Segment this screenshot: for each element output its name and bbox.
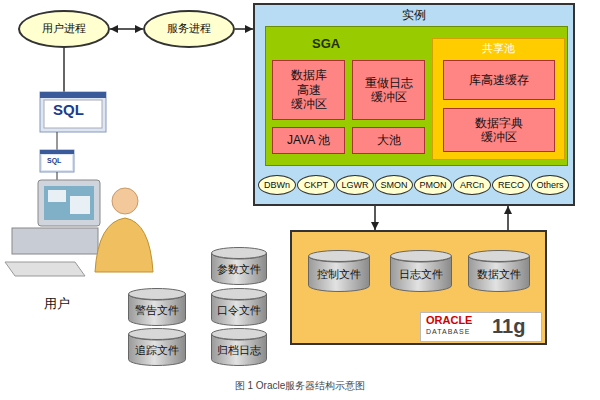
box-label: 归档日志 [217,344,261,357]
box-label: 口令文件 [217,304,261,317]
file-cylinder: 控制文件 [308,250,370,292]
window-bar [40,150,74,154]
memory-box: 大池 [352,127,425,154]
box-title: 实例 [255,8,573,22]
box-label: 重做日志 缓冲区 [364,76,414,105]
keyboard [5,262,85,276]
box-label: JAVA 池 [287,133,330,147]
file-cylinder: 日志文件 [390,250,452,292]
box-label: 数据库 高速 缓冲区 [290,68,328,111]
cylinder-top [212,329,267,340]
box-label: 服务进程 [167,22,211,35]
box-label: PMON [420,180,447,191]
cylinder-top [469,251,530,262]
box-label: DBWn [264,180,290,191]
logo-text: DATABASE [426,328,470,336]
sga-box: 数据库 高速 缓冲区 重做日志 缓冲区 JAVA 池 大池 库高速缓存数据字典 缓冲区 共… [265,26,568,166]
box-label: RECO [498,180,524,191]
file-cylinder: 追踪文件 [128,328,186,366]
box-label: LGWR [342,180,369,191]
cylinder-top [129,329,186,340]
screen-text: SQL [53,101,84,119]
background-process: RECO [492,175,530,195]
box-title: 共享池 [433,42,564,55]
file-cylinder: 数据文件 [468,250,530,292]
box-label: 用户进程 [42,22,86,35]
monitor [38,180,100,226]
screen [44,186,94,220]
figure-label: 用户 [44,296,70,312]
text-slot: DATABASE [426,328,470,336]
background-process: SMON [375,175,413,195]
box-label: 库高速缓存 [469,73,529,87]
box-label: 数据字典 缓冲区 [474,116,524,145]
memory-box: 数据库 高速 缓冲区 [272,60,345,120]
text-slot: 11g [492,314,525,338]
window-bar [40,92,106,98]
cylinder-top [309,251,370,262]
box-label: 参数文件 [217,263,261,276]
memory-box: 数据字典 缓冲区 [443,108,555,152]
window-pane [44,100,102,128]
computer-base [12,228,98,254]
file-cylinder: 参数文件 [211,247,267,285]
background-process: Others [531,175,569,195]
background-process: ARCn [453,175,491,195]
figure-caption: 图 1 Oracle服务器结构示意图 [0,380,600,392]
shared-pool-box: 库高速缓存数据字典 缓冲区 共享池 [432,38,565,160]
process-ellipse: 服务进程 [143,10,235,48]
leader-line [57,172,58,180]
background-process: DBWn [258,175,296,195]
background-process: LGWR [336,175,374,195]
cylinder-top [212,248,267,259]
connector-arrow [110,28,143,30]
box-label: 控制文件 [317,268,361,281]
box-label: 日志文件 [399,268,443,281]
connector-arrow [374,206,376,230]
box-label: 数据文件 [477,268,521,281]
screen-text: SQL [47,157,61,165]
text-slot: 共享池 [433,42,564,55]
file-cylinder: 警告文件 [128,288,186,326]
sql-window-small [40,150,74,172]
screen-window [48,190,66,202]
file-cylinder: 归档日志 [211,328,267,366]
background-process: PMON [414,175,452,195]
memory-box: 重做日志 缓冲区 [352,60,425,120]
logo-text: 11g [492,314,525,338]
box-label: 大池 [377,133,401,147]
text-slot: 实例 [255,8,573,22]
screen-window [70,196,90,214]
memory-box: 库高速缓存 [443,60,555,100]
window-pane [42,155,72,170]
box-label: 追踪文件 [135,344,179,357]
text-slot: SGA [312,36,340,52]
database-box: 控制文件 日志文件 数据文件 ORACLEDATABASE 11g [290,230,547,345]
box-label: SMON [381,180,408,191]
person-head [112,188,138,214]
connector-arrow [235,28,253,30]
box-label: ARCn [460,180,484,191]
memory-box: JAVA 池 [272,127,345,154]
box-label: CKPT [304,180,328,191]
person-body [95,218,153,272]
process-ellipse: 用户进程 [18,10,110,48]
cylinder-top [212,289,267,300]
box-label: Others [536,180,563,191]
cylinder-top [391,251,452,262]
instance-box: 数据库 高速 缓冲区 重做日志 缓冲区 JAVA 池 大池 库高速缓存数据字典 缓冲区 共… [253,3,575,206]
leader-line [63,48,65,92]
background-process: CKPT [297,175,335,195]
box-title: SGA [312,36,340,52]
leader-line [57,132,58,150]
box-label: 警告文件 [135,304,179,317]
sql-window [40,92,106,132]
text-slot: ORACLE [426,314,472,327]
file-cylinder: 口令文件 [211,288,267,326]
logo-text: ORACLE [426,314,472,327]
connector-arrow [507,206,509,230]
cylinder-top [129,289,186,300]
